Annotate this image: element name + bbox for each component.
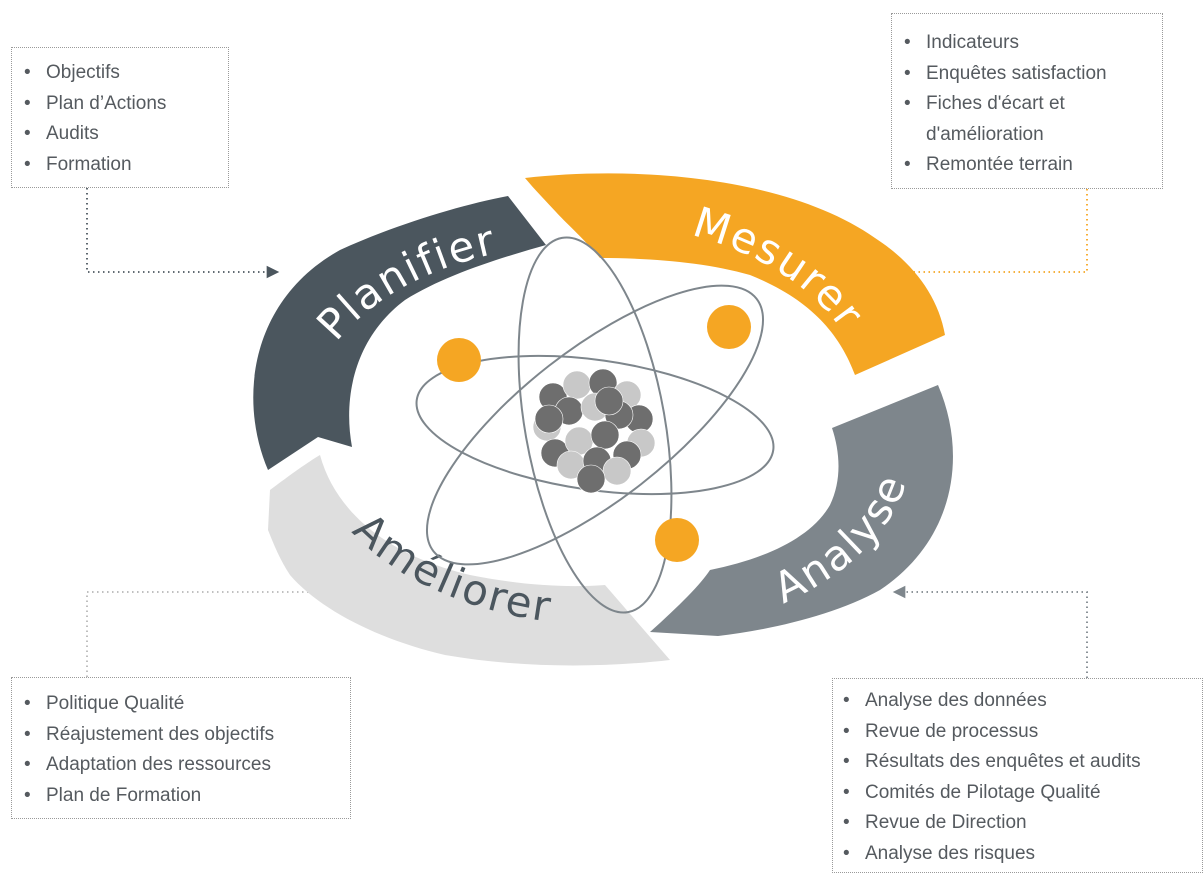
list-item: Revue de Direction [843,808,1202,839]
mesurer-details-list: Indicateurs Enquêtes satisfaction Fiches… [904,28,1162,181]
list-item: Comités de Pilotage Qualité [843,778,1202,809]
nucleus [532,368,656,494]
list-item: Résultats des enquêtes et audits [843,747,1202,778]
electron-bottom [655,518,699,562]
electron-left [437,338,481,382]
nucleus-particle [562,370,592,400]
list-item: Indicateurs [904,28,1162,59]
arrow-planifier [253,196,547,470]
list-item: Objectifs [24,58,228,89]
list-item: Adaptation des ressources [24,750,350,781]
nucleus-particle [590,420,620,450]
list-item-continuation: d'amélioration [926,123,1044,145]
arrow-analyser [650,385,953,636]
list-item: Revue de processus [843,717,1202,748]
atom-icon [415,236,775,614]
list-item: Analyse des données [843,686,1202,717]
ameliorer-details-box: Politique Qualité Réajustement des objec… [11,677,351,819]
analyser-details-box: Analyse des données Revue de processus R… [832,678,1203,873]
nucleus-particle [534,404,564,434]
nucleus-particle [576,464,606,494]
list-item: Plan d’Actions [24,89,228,120]
planifier-details-list: Objectifs Plan d’Actions Audits Formatio… [24,58,228,180]
list-item: Enquêtes satisfaction [904,59,1162,90]
electron-top-right [707,305,751,349]
nucleus-particle [602,456,632,486]
arrow-ameliorer [268,455,670,666]
analyser-details-list: Analyse des données Revue de processus R… [843,686,1202,869]
planifier-details-box: Objectifs Plan d’Actions Audits Formatio… [11,47,229,188]
list-item: Plan de Formation [24,781,350,812]
list-item: Audits [24,119,228,150]
ameliorer-details-list: Politique Qualité Réajustement des objec… [24,689,350,811]
list-item: Analyse des risques [843,839,1202,870]
connector-planifier [86,188,280,279]
list-item: Politique Qualité [24,689,350,720]
orbit-tilted-left [517,236,673,614]
connector-ameliorer [86,585,340,677]
nucleus-particle [594,386,624,416]
connector-analyser [892,585,1088,678]
list-item: Réajustement des objectifs [24,720,350,751]
orbit-tilted-right [425,284,765,566]
list-item: Remontée terrain [904,150,1162,181]
mesurer-details-box: Indicateurs Enquêtes satisfaction Fiches… [891,13,1163,189]
connector-mesurer [891,189,1088,279]
arrow-mesurer [525,173,945,375]
list-item: Formation [24,150,228,181]
list-item: Fiches d'écart et [904,89,1162,120]
